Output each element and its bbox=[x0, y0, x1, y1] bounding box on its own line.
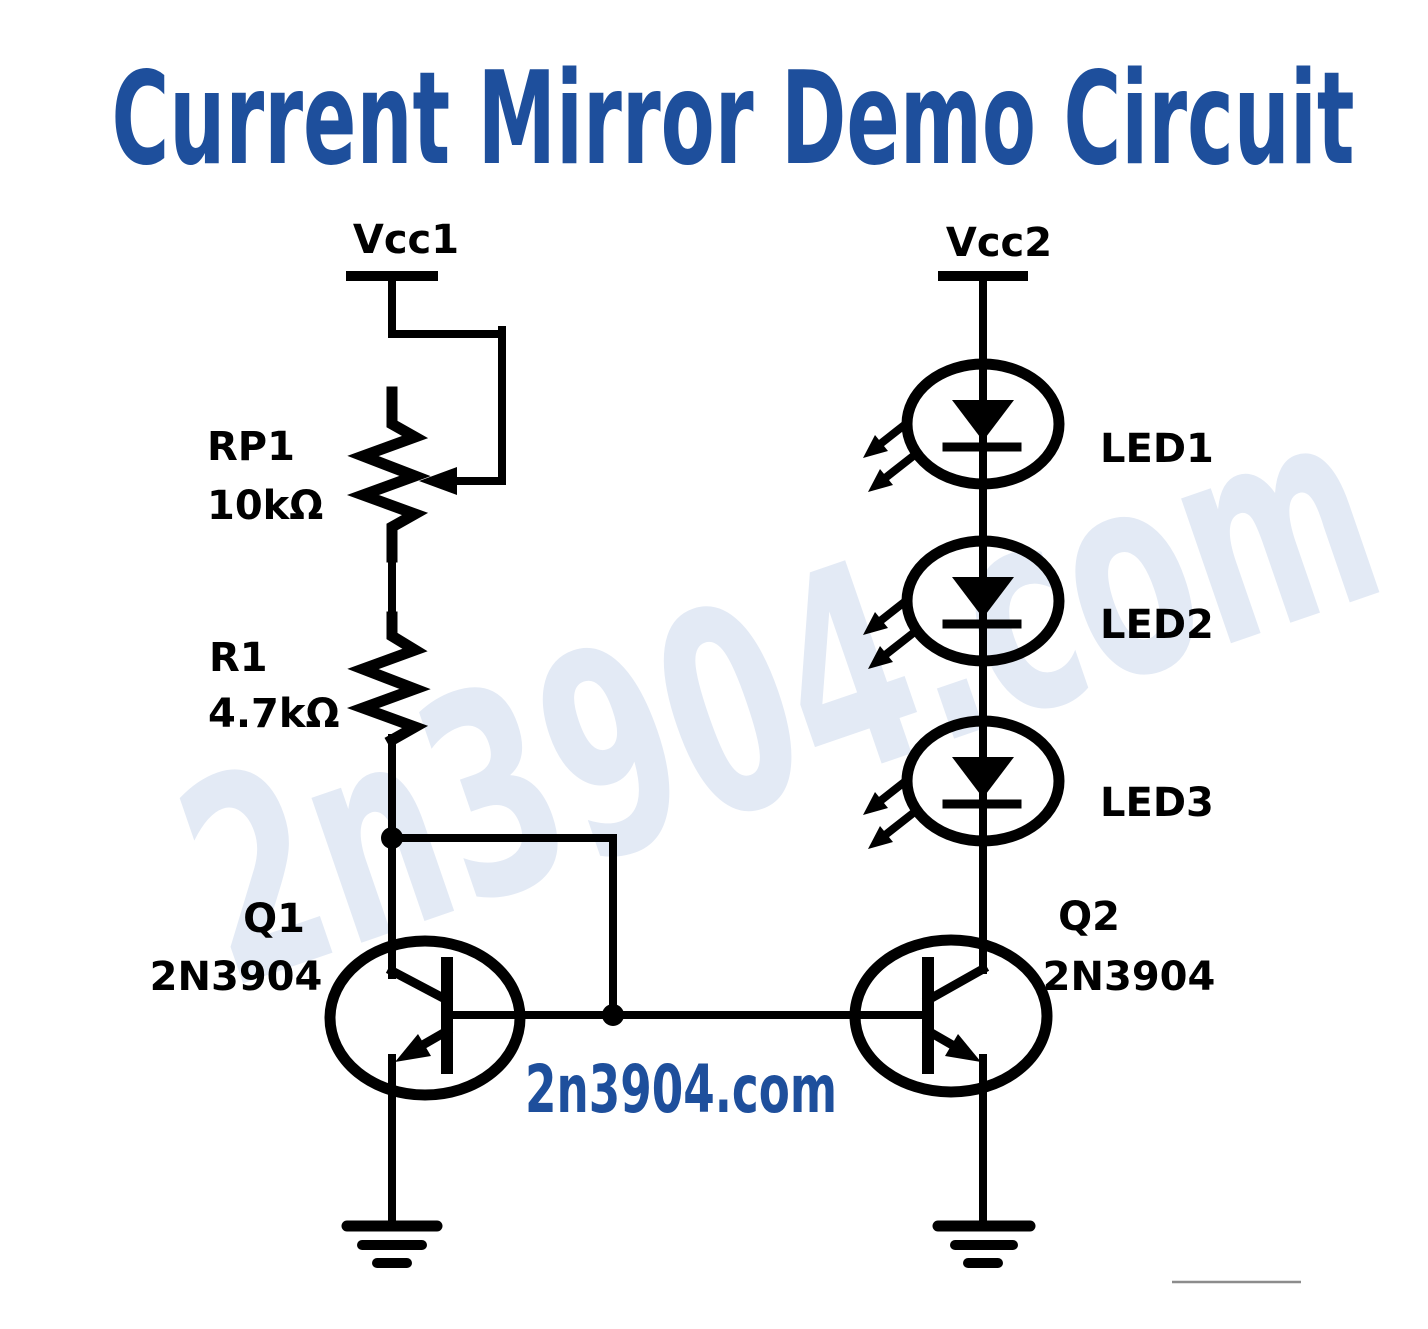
q1-emitter-arrow-icon bbox=[395, 1034, 431, 1062]
wiper-arrow-icon bbox=[419, 467, 457, 495]
led2-label: LED2 bbox=[1100, 602, 1214, 648]
ground-symbol-left bbox=[341, 1220, 443, 1268]
led1-anode-triangle bbox=[952, 400, 1014, 441]
r1-ref-label: R1 bbox=[209, 635, 268, 681]
led2-light-arrowhead-1 bbox=[863, 612, 888, 635]
rp1-value-label: 10kΩ bbox=[207, 483, 323, 529]
led1-light-arrow-2 bbox=[883, 451, 918, 481]
potentiometer-rp1-symbol bbox=[346, 386, 431, 563]
q1-body-circle bbox=[324, 935, 526, 1101]
vcc2-label: Vcc2 bbox=[946, 220, 1052, 266]
vcc1-rail bbox=[346, 271, 506, 495]
rp1-ref-label: RP1 bbox=[207, 424, 295, 470]
led2-light-arrow-2 bbox=[883, 628, 918, 658]
q2-ref-label: Q2 bbox=[1058, 894, 1120, 940]
q2-body-circle bbox=[849, 934, 1053, 1098]
led1-light-arrowhead-1 bbox=[863, 435, 888, 458]
led2-anode-triangle bbox=[952, 577, 1014, 618]
led1-light-arrow-1 bbox=[878, 417, 913, 447]
q2-emitter-arrow-icon bbox=[945, 1034, 981, 1062]
led3-anode-triangle bbox=[952, 757, 1014, 798]
q2-collector-diagonal bbox=[921, 962, 990, 1007]
led1-label: LED1 bbox=[1100, 426, 1214, 472]
resistor-r1-symbol bbox=[346, 549, 431, 979]
vcc1-label: Vcc1 bbox=[353, 217, 459, 263]
q1-collector-diagonal bbox=[385, 964, 454, 1007]
junction-dot-collector bbox=[381, 827, 403, 849]
junction-dot-base bbox=[602, 1004, 624, 1026]
rp1-zigzag bbox=[346, 386, 431, 563]
led3-symbol bbox=[863, 715, 1065, 849]
led3-label: LED3 bbox=[1100, 780, 1214, 826]
led3-light-arrowhead-1 bbox=[863, 792, 888, 815]
ground-symbol-right bbox=[932, 1220, 1036, 1268]
led2-light-arrowhead-2 bbox=[868, 646, 893, 669]
mirror-link-wires bbox=[381, 827, 929, 1026]
transistor-q2-symbol bbox=[849, 934, 1053, 1230]
led3-light-arrow-2 bbox=[883, 808, 918, 838]
transistor-q1-symbol bbox=[324, 935, 526, 1230]
r1-zigzag bbox=[346, 611, 431, 748]
page-title: Current Mirror Demo Circuit bbox=[112, 45, 1355, 194]
r1-value-label: 4.7kΩ bbox=[208, 691, 339, 737]
led2-light-arrow-1 bbox=[878, 594, 913, 624]
led1-symbol bbox=[863, 358, 1065, 492]
led3-light-arrowhead-2 bbox=[868, 826, 893, 849]
q1-part-label: 2N3904 bbox=[150, 954, 323, 1000]
led3-light-arrow-1 bbox=[878, 774, 913, 804]
q1-ref-label: Q1 bbox=[243, 896, 305, 942]
q2-part-label: 2N3904 bbox=[1043, 954, 1216, 1000]
site-caption: 2n3904.com bbox=[525, 1051, 837, 1128]
led2-symbol bbox=[863, 535, 1065, 669]
led1-light-arrowhead-2 bbox=[868, 469, 893, 492]
